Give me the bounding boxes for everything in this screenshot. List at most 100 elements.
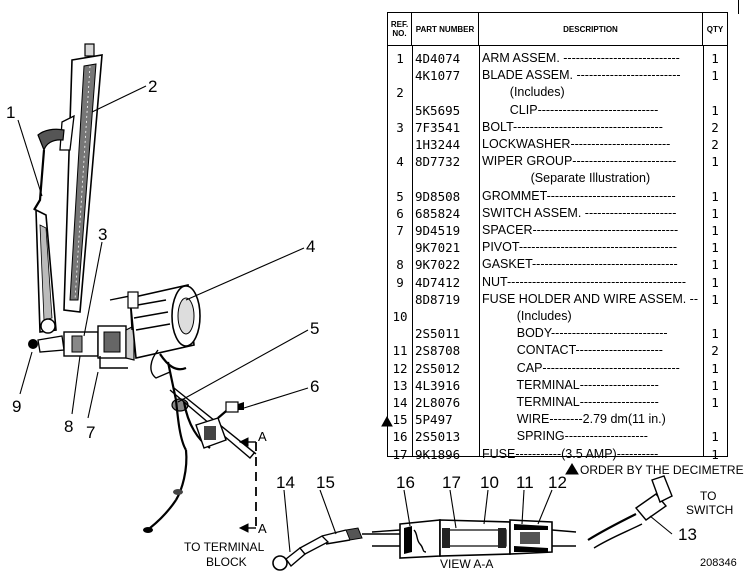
part-number-cell: 2L8076 <box>415 395 461 410</box>
ref-cell <box>388 325 412 342</box>
header-qty: QTY <box>706 24 724 34</box>
wiper-motor <box>127 284 201 401</box>
ref-cell: 9 <box>396 274 404 290</box>
ref-cell: 1 <box>396 51 404 66</box>
table-row: 9K7021 PIVOT-----------------------------… <box>388 239 727 256</box>
part-number-cell: 4L3916 <box>415 377 461 393</box>
ref-cell <box>388 67 412 84</box>
part-number-cell: 8D7732 <box>415 154 461 170</box>
callout-17: 17 <box>442 473 461 492</box>
description-cell: PIVOT-----------------------------------… <box>482 240 677 255</box>
qty-cell: 1 <box>711 205 719 221</box>
description-cell: SPACER----------------------------------… <box>482 223 679 237</box>
qty-cell: 1 <box>711 154 719 170</box>
qty-cell: 1 <box>711 291 719 307</box>
qty-cell: 1 <box>711 223 719 238</box>
table-row: 4 8D7732 WIPER GROUP----------------------… <box>388 153 727 170</box>
description-cell: ARM ASSEM. ---------------------------- <box>482 51 680 65</box>
qty-cell: 1 <box>711 102 719 118</box>
part-number-cell <box>412 308 479 325</box>
description-cell: BODY---------------------------- <box>482 326 668 341</box>
qty-cell <box>703 170 727 187</box>
description-cell: (Separate Illustration) <box>482 171 651 186</box>
callout-13: 13 <box>678 525 697 544</box>
description-cell: WIPER GROUP------------------------- <box>482 154 677 169</box>
callout-10: 10 <box>480 473 499 492</box>
callout-numbers: 1 2 3 4 5 6 7 8 9 10 11 12 13 14 15 16 1… <box>6 77 697 544</box>
ref-cell <box>388 102 412 119</box>
callout-4: 4 <box>306 237 315 256</box>
part-number-cell: 9K7021 <box>415 240 461 256</box>
qty-cell: 1 <box>711 240 719 256</box>
ref-cell <box>388 291 412 308</box>
ref-cell: 14 <box>392 395 408 410</box>
ref-cell: 16 <box>392 429 408 445</box>
table-row: 5K5695 CLIP-----------------------------… <box>388 102 727 119</box>
part-number-cell: 4D7412 <box>415 274 461 290</box>
callout-16: 16 <box>396 473 415 492</box>
callout-2: 2 <box>148 77 157 96</box>
description-cell: TERMINAL------------------- <box>482 395 659 409</box>
header-part-number: PART NUMBER <box>412 13 479 45</box>
qty-cell: 1 <box>711 446 719 462</box>
ref-cell: 4 <box>396 154 404 170</box>
table-row: 2S5011 BODY----------------------------1 <box>388 325 727 342</box>
callout-7: 7 <box>86 423 95 442</box>
callout-3: 3 <box>98 225 107 244</box>
ref-cell: 8 <box>396 257 404 273</box>
callout-11: 11 <box>516 473 534 492</box>
callout-12: 12 <box>548 473 567 492</box>
callout-5: 5 <box>310 319 319 338</box>
table-row: 13 4L3916 TERMINAL------------------- 1 <box>388 377 727 394</box>
footnote-triangle-icon <box>565 463 579 475</box>
section-a-bottom-label: A <box>258 521 267 536</box>
to-switch-label-line2: SWITCH <box>686 503 733 517</box>
description-cell: (Includes) <box>482 85 565 100</box>
ring-terminal-and-wire <box>272 527 400 571</box>
ref-cell: 6 <box>396 205 404 221</box>
section-line-a-a: A A <box>238 429 267 536</box>
footnote-text: ORDER BY THE DECIMETRE <box>580 463 744 477</box>
qty-cell <box>703 84 727 101</box>
ref-cell: 2 <box>396 85 404 101</box>
page-edge-tick <box>738 0 739 14</box>
grommet-and-wiring <box>143 398 211 533</box>
part-number-cell: 2S5013 <box>415 429 461 445</box>
header-description: DESCRIPTION <box>479 13 703 45</box>
description-cell: CONTACT--------------------- <box>482 343 663 358</box>
description-cell: CAP--------------------------------- <box>482 360 680 375</box>
part-number-cell: 9K1896 <box>415 446 461 462</box>
qty-cell: 2 <box>711 137 719 152</box>
qty-cell: 1 <box>711 360 719 376</box>
ref-cell: 15 <box>392 412 408 428</box>
part-number-cell: 1H3244 <box>415 137 461 152</box>
ref-cell: 5 <box>396 188 404 204</box>
wiper-blade <box>59 43 103 313</box>
qty-cell: 1 <box>711 377 719 393</box>
part-number-cell: 4D4074 <box>415 51 461 66</box>
description-cell: GASKET----------------------------------… <box>482 257 678 272</box>
callout-9: 9 <box>12 397 21 416</box>
qty-cell: 1 <box>711 274 719 290</box>
to-switch-label-line1: TO <box>700 489 716 503</box>
parts-table-header: REF. NO. PART NUMBER DESCRIPTION QTY <box>388 13 727 46</box>
qty-cell: 1 <box>711 326 719 342</box>
qty-cell <box>703 411 727 428</box>
ref-cell <box>388 170 412 187</box>
description-cell: TERMINAL------------------- <box>482 377 659 392</box>
diagram-labels: TO TERMINAL BLOCK VIEW A-A TO SWITCH 208… <box>184 415 744 571</box>
to-terminal-block-label-line1: TO TERMINAL <box>184 540 265 554</box>
ref-cell: 13 <box>392 377 408 393</box>
part-number-cell: 9D8508 <box>415 188 461 204</box>
part-number-cell <box>412 170 479 187</box>
